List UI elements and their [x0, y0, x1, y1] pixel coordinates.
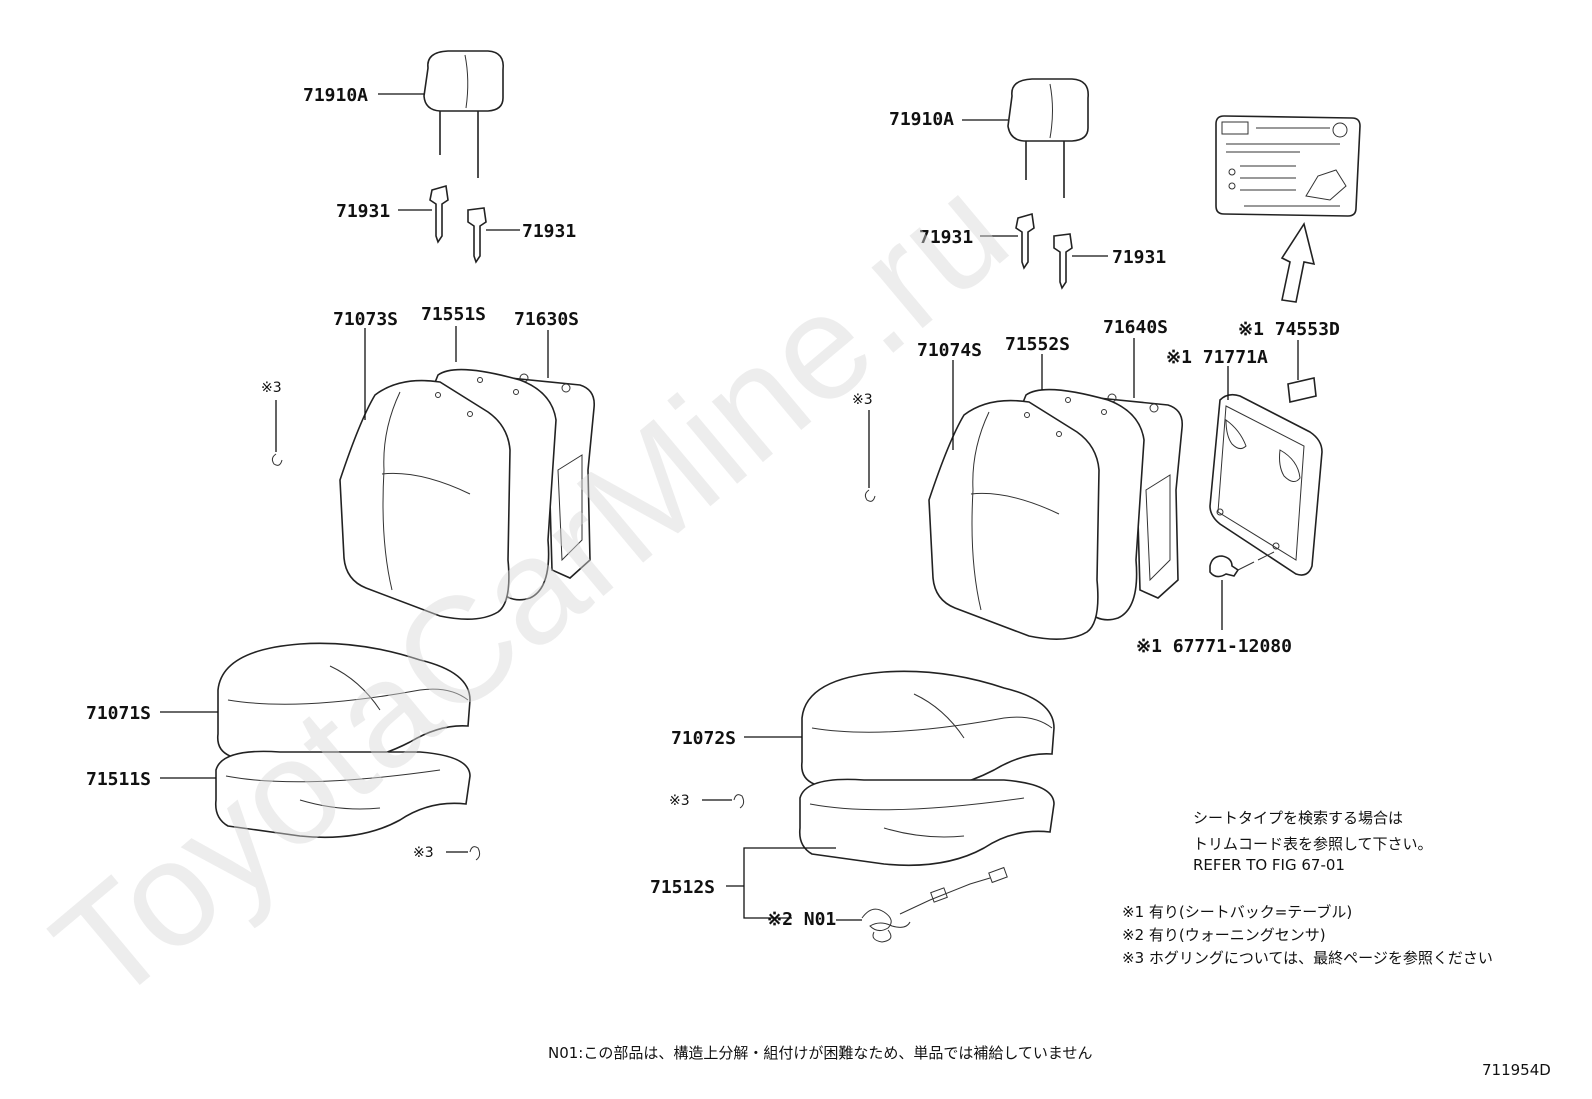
trim-search-note-line-2: トリムコード表を参照して下さい。: [1193, 835, 1433, 853]
right-headrest-guide-drawing: [1015, 212, 1073, 290]
right-sensor-part-number: ※2 N01: [767, 909, 836, 930]
right-cushion-pad-drawing: [798, 778, 1055, 867]
right-warning-label-drawing: [1215, 115, 1361, 217]
notes-block: シートタイプを検索する場合は トリムコード表を参照して下さい。 REFER TO…: [1122, 809, 1493, 967]
left-seatback-cover-part-number: 71073S: [333, 309, 398, 330]
right-label-part-number: ※1 74553D: [1238, 319, 1340, 340]
right-table-board-drawing: [1209, 393, 1323, 576]
legend-note-1: ※1 有り(シートバック=テーブル): [1122, 903, 1352, 921]
right-bolt-drawing: [1209, 551, 1275, 578]
left-seatback-hog-ring-note: ※3: [261, 380, 282, 396]
left-headrest-drawing: [423, 50, 505, 178]
right-warning-sensor-drawing: [861, 866, 1008, 943]
watermark-text: ToyotaCarMine.ru: [23, 145, 1038, 1035]
right-table-board-part-number: ※1 71771A: [1166, 347, 1268, 368]
right-seatback-hog-ring-note: ※3: [852, 392, 873, 408]
right-cushion-hog-ring-note: ※3: [669, 793, 690, 809]
trim-search-note-line-1: シートタイプを検索する場合は: [1193, 809, 1403, 827]
right-cushion-hog-ring-icon: [733, 794, 745, 809]
legend-note-3: ※3 ホグリングについては、最終ページを参照ください: [1122, 949, 1493, 967]
left-cushion-pad-part-number: 71511S: [86, 769, 151, 790]
left-seatback-cover-drawing: [339, 379, 511, 620]
right-cushion-cover-part-number: 71072S: [671, 728, 736, 749]
legend-note-2: ※2 有り(ウォーニングセンサ): [1122, 926, 1326, 944]
right-seatback-frame-part-number: 71640S: [1103, 317, 1168, 338]
left-headrest-part-number: 71910A: [303, 85, 368, 106]
right-cushion-pad-part-number: 71512S: [650, 877, 715, 898]
left-seatback-pad-part-number: 71551S: [421, 304, 486, 325]
left-seat-assembly: 71910A 71931 71931: [86, 50, 596, 861]
left-cushion-pad-drawing: [214, 750, 471, 839]
left-cushion-hog-ring-icon: [469, 846, 481, 861]
right-seatback-pad-part-number: 71552S: [1005, 334, 1070, 355]
right-guide-2-part-number: 71931: [1112, 247, 1166, 268]
left-headrest-guide-drawing: [429, 184, 487, 264]
right-cushion-cover-drawing: [800, 670, 1055, 794]
right-headrest-part-number: 71910A: [889, 109, 954, 130]
right-seat-assembly: 71910A 71931 71931: [650, 78, 1361, 943]
figure-code: 711954D: [1482, 1061, 1551, 1079]
right-small-plate-drawing: [1287, 377, 1317, 403]
right-seatback-hog-ring-icon: [864, 489, 876, 502]
right-guide-1-part-number: 71931: [919, 227, 973, 248]
right-bolt-part-number: ※1 67771-12080: [1136, 636, 1292, 657]
label-location-arrow: [1280, 222, 1316, 303]
bottom-footnote: N01:この部品は、構造上分解・組付けが困難なため、単品では補給していません: [548, 1044, 1092, 1062]
left-guide-1-part-number: 71931: [336, 201, 390, 222]
left-seatback-frame-part-number: 71630S: [514, 309, 579, 330]
left-seatback-hog-ring-icon: [271, 453, 283, 466]
left-cushion-hog-ring-note: ※3: [413, 845, 434, 861]
right-headrest-drawing: [1007, 78, 1089, 198]
right-seatback-cover-part-number: 71074S: [917, 340, 982, 361]
left-cushion-cover-part-number: 71071S: [86, 703, 151, 724]
refer-fig-note: REFER TO FIG 67-01: [1193, 856, 1345, 874]
left-guide-2-part-number: 71931: [522, 221, 576, 242]
right-seatback-cover-drawing: [928, 399, 1100, 640]
